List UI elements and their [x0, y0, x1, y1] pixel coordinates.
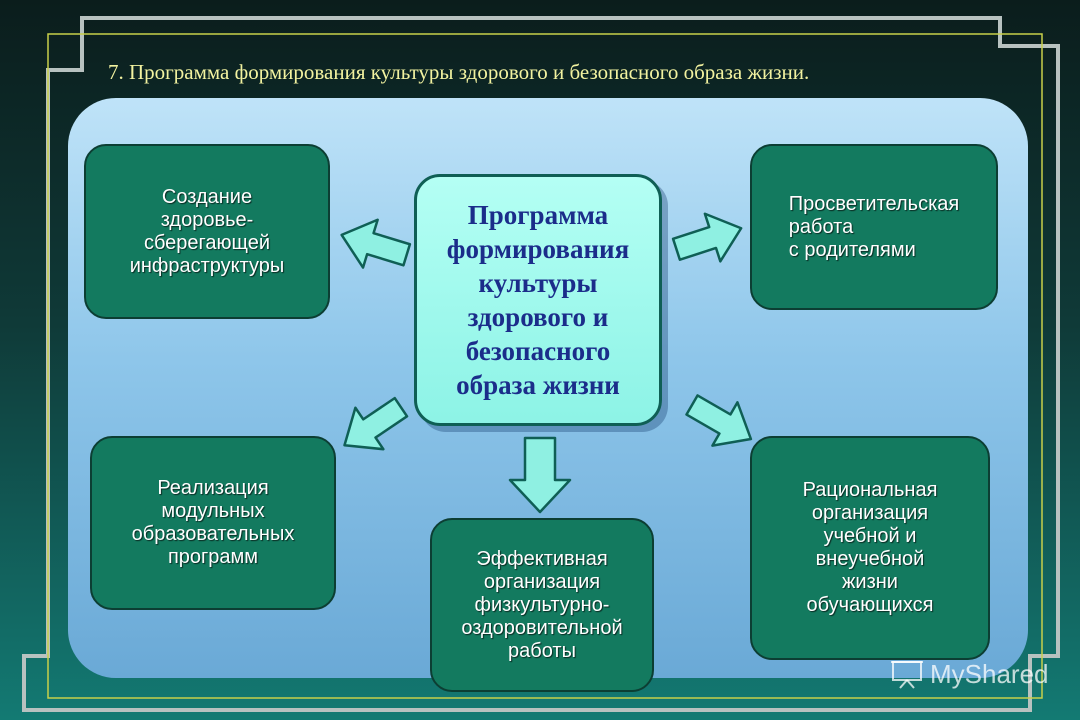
box-modular-programs-label: Реализация модульных образовательных про…: [131, 477, 295, 568]
box-parents-work-label: Просветительская работа с родителями: [788, 192, 960, 261]
box-sports-health-work: Эффективная организация физкультурно- оз…: [430, 518, 654, 692]
central-program-box: Программа формирования культуры здоровог…: [414, 174, 662, 426]
arrow-to-bottom-left: [343, 396, 409, 451]
box-sports-health-work-label: Эффективная организация физкультурно- оз…: [461, 547, 623, 662]
arrow-to-top-left: [340, 218, 412, 269]
slide-title: 7. Программа формирования культуры здоро…: [108, 60, 810, 84]
watermark: MyShared: [890, 656, 1049, 692]
box-student-life: Рациональная организация учебной и внеуч…: [750, 436, 990, 660]
watermark-text: MyShared: [930, 658, 1049, 689]
presentation-board-icon: [891, 661, 923, 689]
box-modular-programs: Реализация модульных образовательных про…: [90, 436, 336, 610]
box-infrastructure: Создание здоровье- сберегающей инфрастру…: [84, 144, 330, 319]
box-infrastructure-label: Создание здоровье- сберегающей инфрастру…: [129, 185, 285, 277]
arrow-to-top-right: [671, 212, 743, 263]
central-program-label: Программа формирования культуры здоровог…: [446, 200, 630, 400]
box-parents-work: Просветительская работа с родителями: [750, 144, 998, 310]
arrow-to-bottom-right: [685, 394, 753, 447]
box-student-life-label: Рациональная организация учебной и внеуч…: [802, 479, 938, 616]
arrow-to-bottom-center: [508, 436, 572, 514]
